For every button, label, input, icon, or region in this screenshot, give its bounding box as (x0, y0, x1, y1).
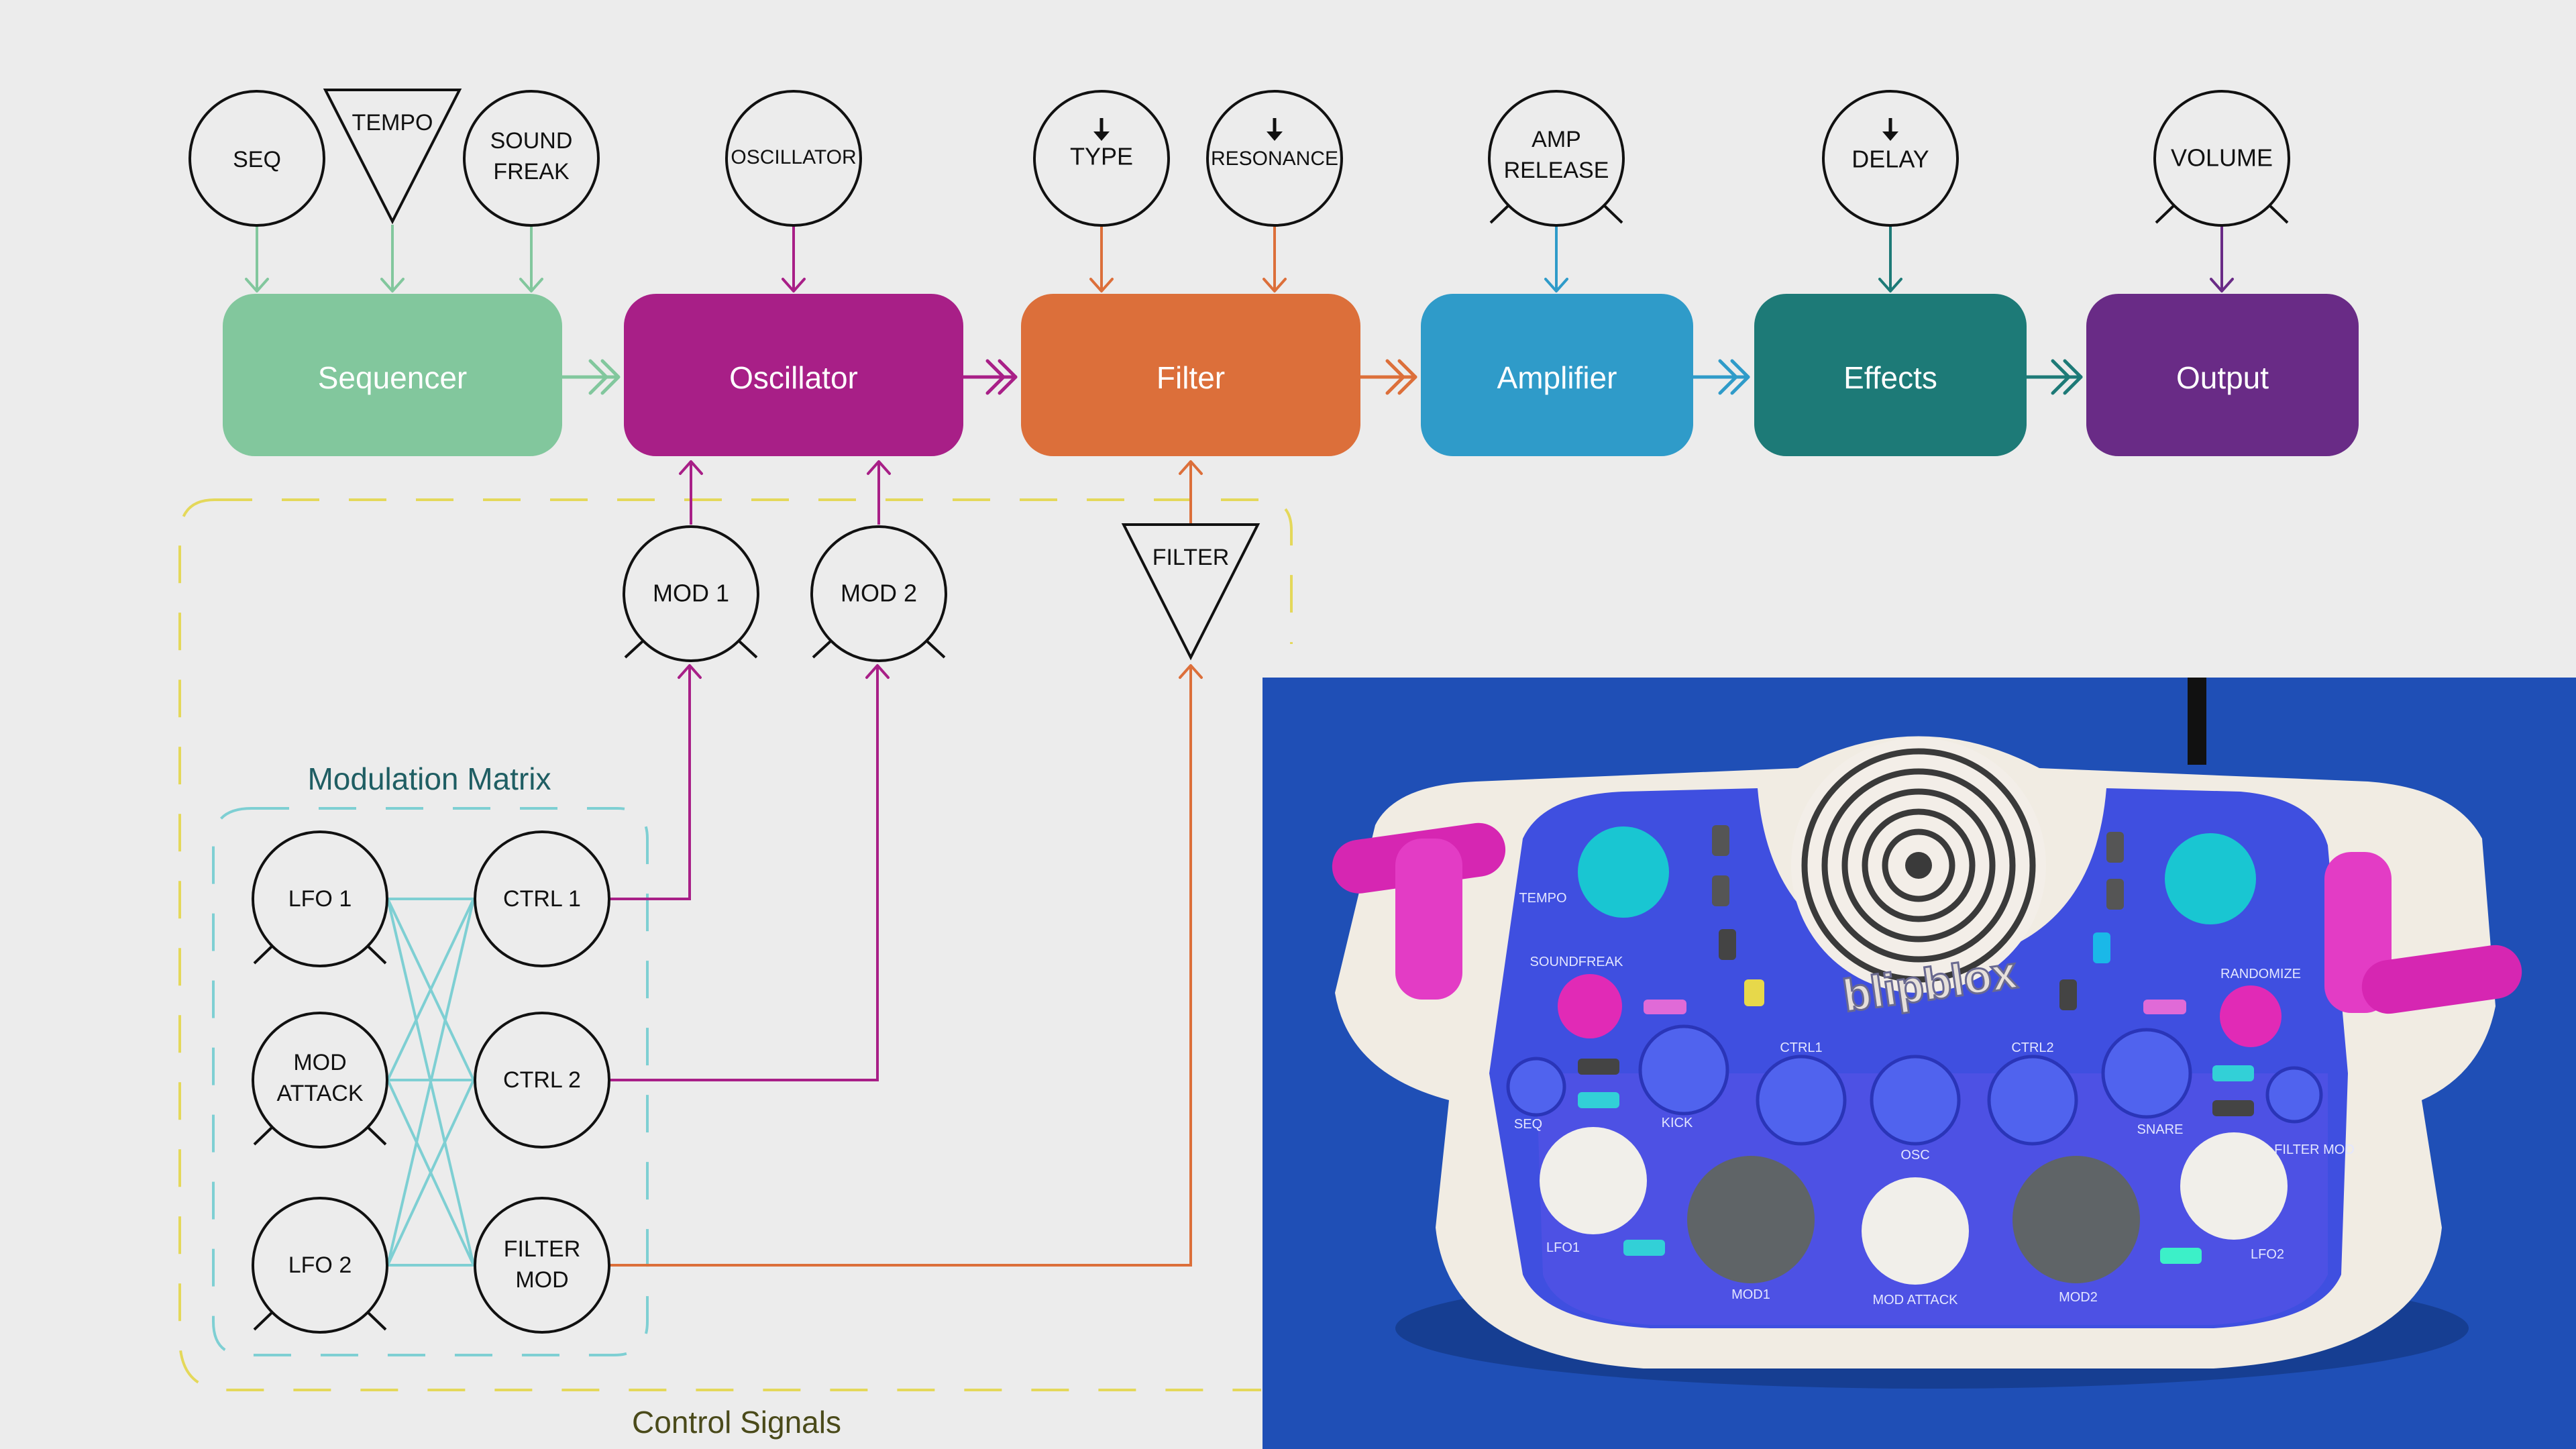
panel-label-tempo: TEMPO (1519, 891, 1566, 906)
panel-label-ctrl2: CTRL2 (2011, 1040, 2053, 1055)
oscillator-block: Oscillator (624, 294, 963, 456)
filtermod-to-filter-line (610, 667, 1192, 1267)
knob-icon (1578, 826, 1669, 918)
panel-label-mod-attack: MOD ATTACK (1872, 1293, 1958, 1307)
resonance-knob: RESONANCE (1206, 90, 1343, 227)
sequencer-to-oscillator-arrow (560, 359, 621, 395)
indicator-lights (1578, 825, 2254, 1264)
sound-freak-knob: SOUND FREAK (463, 90, 600, 227)
effects-block: Effects (1754, 294, 2027, 456)
knob-icon (1540, 1127, 1647, 1234)
seq-knob: SEQ (189, 90, 325, 227)
modulation-matrix-title: Modulation Matrix (307, 761, 551, 796)
panel-label-ctrl1: CTRL1 (1780, 1040, 1822, 1055)
volume-knob: VOLUME (2153, 90, 2290, 227)
filter-block: Filter (1021, 294, 1360, 456)
matrix-connection-lines (386, 898, 475, 1267)
ctrl1-to-mod1-line (610, 667, 691, 900)
panel-label-osc: OSC (1900, 1148, 1929, 1163)
ctrl2-knob: CTRL 2 (474, 1012, 610, 1148)
panel-label-lfo2: LFO2 (2251, 1247, 2284, 1262)
filter-to-amplifier-arrow (1358, 359, 1417, 395)
modulation-matrix-boundary (212, 807, 649, 1356)
randomize-button (2220, 985, 2282, 1047)
panel-label-mod2: MOD2 (2059, 1290, 2098, 1305)
oscillator-knob: OSCILLATOR (725, 90, 862, 227)
soundfreak-button (1558, 974, 1622, 1038)
knob-icon (2012, 1156, 2140, 1283)
oscillator-to-filter-arrow (961, 359, 1018, 395)
control-signals-boundary (215, 498, 1293, 644)
triangle-switch-icon (1121, 523, 1260, 661)
lfo1-knob: LFO 1 (252, 830, 388, 967)
tempo-switch: TEMPO (323, 89, 462, 225)
speaker-grille (1791, 738, 2046, 993)
knob-icon (2180, 1132, 2288, 1240)
filter-switch: FILTER (1121, 523, 1260, 661)
panel-label-soundfreak: SOUNDFREAK (1530, 955, 1624, 969)
device-photo: blipblox (1263, 678, 2576, 1449)
right-joystick-handle (2324, 852, 2522, 1014)
effects-to-output-arrow (2025, 359, 2083, 395)
mod2-knob: MOD 2 (810, 525, 947, 662)
amp-release-knob: AMP RELEASE (1488, 90, 1625, 227)
filter-mod-knob: FILTER MOD (474, 1197, 610, 1334)
control-signals-boundary-left (178, 498, 1261, 1391)
ctrl2-to-mod2-line (610, 667, 879, 1081)
panel-label-seq: SEQ (1514, 1117, 1542, 1132)
left-joystick-handle (1332, 822, 1506, 1000)
panel-label-randomize: RANDOMIZE (2220, 967, 2301, 981)
panel-label-snare: SNARE (2137, 1122, 2184, 1137)
control-signals-title: Control Signals (632, 1405, 841, 1440)
type-knob: TYPE (1033, 90, 1170, 227)
sequencer-block: Sequencer (223, 294, 562, 456)
lfo2-knob: LFO 2 (252, 1197, 388, 1334)
delay-knob: DELAY (1822, 90, 1959, 227)
knob-icon (1687, 1156, 1815, 1283)
ctrl1-knob: CTRL 1 (474, 830, 610, 967)
knob-icon (1862, 1177, 1969, 1285)
panel-label-filter-mod: FILTER MOD (2274, 1142, 2355, 1157)
mod-attack-knob: MOD ATTACK (252, 1012, 388, 1148)
drum-pads (1506, 1024, 2323, 1146)
amplifier-block: Amplifier (1421, 294, 1693, 456)
output-block: Output (2086, 294, 2359, 456)
panel-label-mod1: MOD1 (1731, 1287, 1770, 1302)
mod1-knob: MOD 1 (623, 525, 759, 662)
knob-icon (2165, 833, 2256, 924)
amplifier-to-effects-arrow (1691, 359, 1750, 395)
panel-label-lfo1: LFO1 (1546, 1240, 1580, 1255)
triangle-switch-icon (323, 89, 462, 225)
panel-label-kick: KICK (1662, 1116, 1693, 1130)
